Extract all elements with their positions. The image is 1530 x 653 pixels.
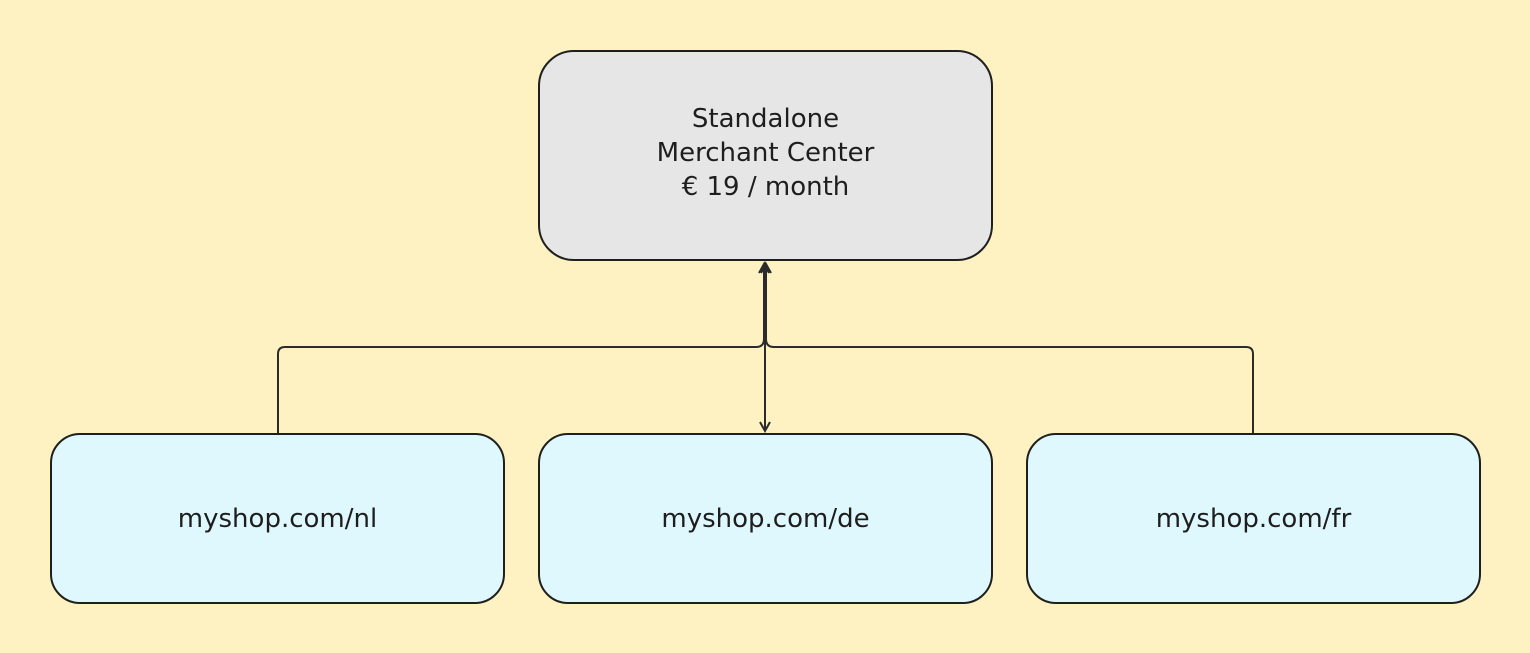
shop-node-nl: myshop.com/nl bbox=[50, 433, 505, 604]
merchant-center-line1: Standalone bbox=[691, 103, 840, 134]
connector-nl bbox=[277, 265, 764, 433]
shop-node-fr: myshop.com/fr bbox=[1026, 433, 1481, 604]
shop-label-fr: myshop.com/fr bbox=[1155, 503, 1352, 534]
shop-label-de: myshop.com/de bbox=[661, 503, 870, 534]
merchant-center-line2: Merchant Center bbox=[656, 137, 875, 168]
shop-node-de: myshop.com/de bbox=[538, 433, 993, 604]
connector-fr bbox=[766, 265, 1254, 433]
merchant-center-node: Standalone Merchant Center € 19 / month bbox=[538, 50, 993, 261]
shop-label-nl: myshop.com/nl bbox=[177, 503, 378, 534]
merchant-center-price: € 19 / month bbox=[681, 171, 850, 202]
